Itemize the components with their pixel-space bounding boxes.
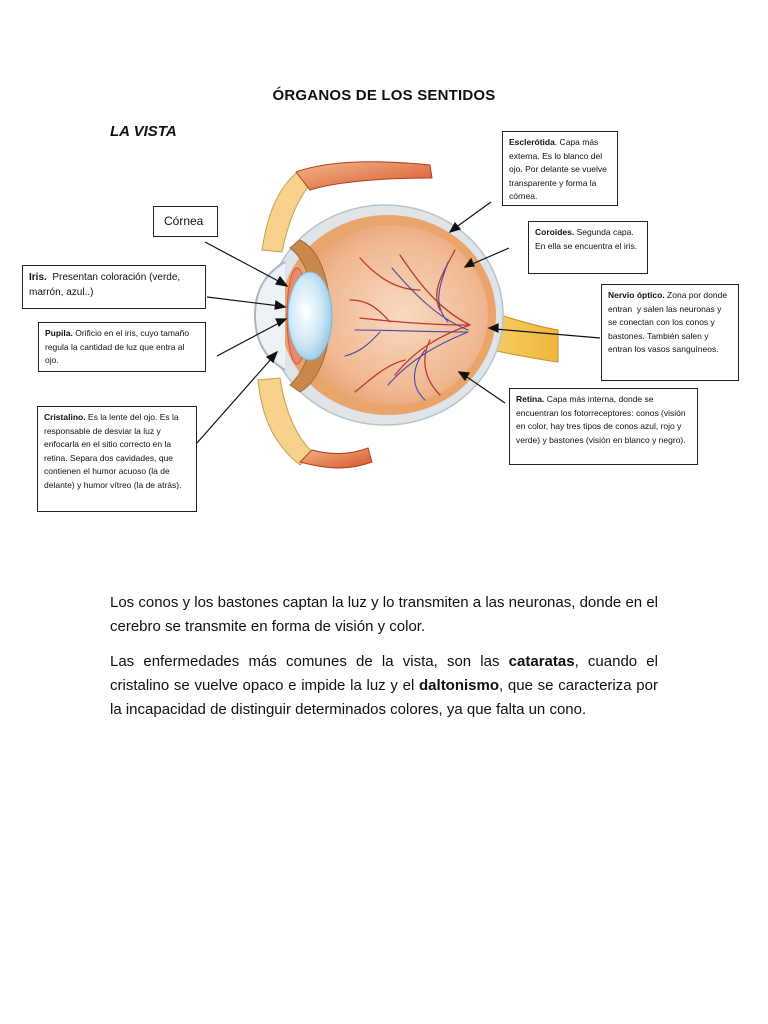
label-iris: Iris. Presentan coloración (verde, marró… xyxy=(22,265,206,309)
paragraph-conos-bastones: Los conos y los bastones captan la luz y… xyxy=(110,594,658,635)
label-iris-title: Iris. xyxy=(29,272,47,283)
label-cornea-title: Córnea xyxy=(164,214,204,228)
term-cataratas: cataratas xyxy=(508,653,575,670)
label-coroides: Coroides. Segunda capa. En ella se encue… xyxy=(528,221,648,274)
label-esclerotida-title: Esclerótida xyxy=(509,137,555,147)
lens-shape xyxy=(287,271,333,361)
page-title: ÓRGANOS DE LOS SENTIDOS xyxy=(272,87,496,104)
p2-text-a: Las enfermedades más comunes de la vista… xyxy=(110,653,509,670)
label-esclerotida: Esclerótida. Capa más externa. Es lo bla… xyxy=(502,131,618,206)
upper-muscle xyxy=(261,161,433,253)
label-cristalino-title: Cristalino. xyxy=(44,412,86,422)
retina-interior xyxy=(296,225,488,405)
p2-text-e: , que se caracteriza por la incapacidad … xyxy=(110,677,658,718)
label-cornea: Córnea xyxy=(153,206,218,237)
label-cristalino: Cristalino. Es la lente del ojo. Es la r… xyxy=(37,406,197,512)
pointer-lines xyxy=(196,201,601,444)
label-cristalino-text: Es la lente del ojo. Es la responsable d… xyxy=(44,412,182,490)
section-title: LA VISTA xyxy=(110,123,177,140)
label-pupila-title: Pupila. xyxy=(45,328,73,338)
label-pupila: Pupila. Orificio en el iris, cuyo tamaño… xyxy=(38,322,206,372)
label-coroides-title: Coroides. xyxy=(535,227,575,237)
paragraph-enfermedades: Las enfermedades más comunes de la vista… xyxy=(110,650,658,722)
p2-text-c: , cuando el cristalino se vuelve opaco e… xyxy=(110,653,658,694)
label-esclerotida-text: . Capa más externa. Es lo blanco del ojo… xyxy=(509,137,607,201)
label-retina: Retina. Capa más interna, donde se encue… xyxy=(509,388,698,465)
label-retina-text: Capa más interna, donde se encuentran lo… xyxy=(516,394,686,445)
blood-vessels xyxy=(344,249,471,401)
label-nervio-optico: Nervio óptico. Zona por donde entran y s… xyxy=(601,284,739,381)
label-nervio-text: Zona por donde entran y salen las neuron… xyxy=(608,290,730,354)
label-retina-title: Retina. xyxy=(516,394,545,404)
term-daltonismo: daltonismo xyxy=(419,677,500,694)
label-iris-text: Presentan coloración (verde, marrón, azu… xyxy=(29,272,183,298)
lower-muscle xyxy=(257,377,373,469)
label-nervio-title: Nervio óptico. xyxy=(608,290,665,300)
label-coroides-text: Segunda capa. En ella se encuentra el ir… xyxy=(535,227,638,251)
label-pupila-text: Orificio en el iris, cuyo tamaño regula … xyxy=(45,328,190,365)
eye-diagram xyxy=(196,161,601,469)
